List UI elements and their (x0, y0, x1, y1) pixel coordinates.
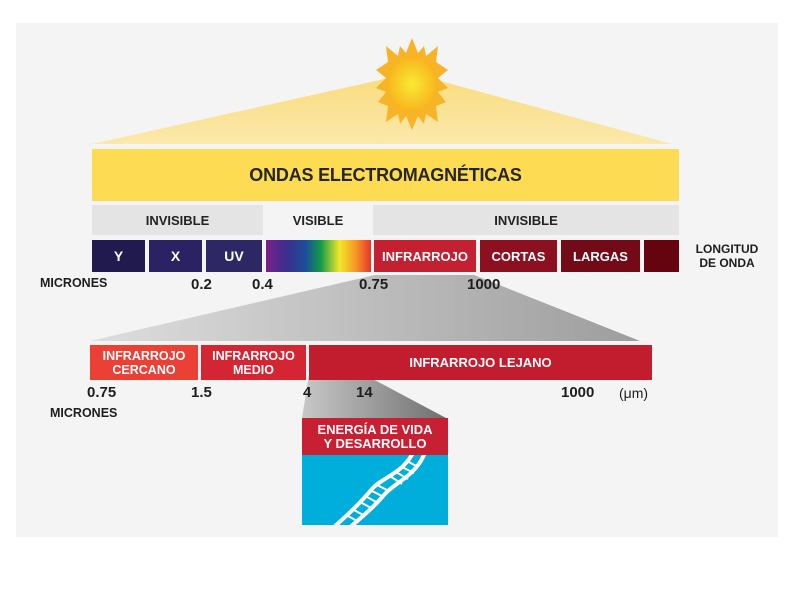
sun-icon (376, 38, 448, 130)
dna-icon (333, 455, 426, 525)
life-energy-image (302, 455, 448, 525)
segment-infrarrojo: INFRARROJO (374, 240, 476, 272)
detail-tick-0-75: 0.75 (87, 384, 117, 401)
detail-tick-4: 4 (303, 384, 312, 401)
band-invisible-right: INVISIBLE (373, 205, 679, 235)
wavelength-caption: LONGITUD DE ONDA (695, 242, 759, 270)
detail-tick-1000: 1000 (561, 384, 595, 401)
segment-infrarrojo-cercano: INFRARROJO CERCANO (90, 345, 198, 380)
segment-infrarrojo-medio: INFRARROJO MEDIO (201, 345, 306, 380)
life-energy-header: ENERGÍA DE VIDA Y DESARROLLO (302, 418, 448, 455)
segment-longest (644, 240, 679, 272)
segment-largas: LARGAS (561, 240, 640, 272)
tick-1000: 1000 (467, 276, 501, 293)
tick-0-4: 0.4 (252, 276, 273, 293)
segment-infrarrojo-lejano: INFRARROJO LEJANO (309, 345, 652, 380)
title-band: ONDAS ELECTROMAGNÉTICAS (92, 149, 679, 201)
detail-tick-1-5: 1.5 (191, 384, 212, 401)
segment-cortas: CORTAS (480, 240, 557, 272)
tick-0-75: 0.75 (359, 276, 389, 293)
band-visible: VISIBLE (265, 205, 371, 235)
segment-x-ray: X (149, 240, 202, 272)
detail-tick-14: 14 (356, 384, 373, 401)
segment-gamma: Y (92, 240, 145, 272)
segment-uv: UV (206, 240, 262, 272)
microns-label-bottom: MICRONES (50, 406, 118, 420)
segment-visible-rainbow (266, 240, 371, 272)
unit-symbol: (μm) (619, 385, 649, 401)
tick-0-2: 0.2 (191, 276, 212, 293)
band-invisible-left: INVISIBLE (92, 205, 263, 235)
diagram-title: ONDAS ELECTROMAGNÉTICAS (249, 164, 522, 185)
microns-label-top: MICRONES (40, 276, 108, 290)
